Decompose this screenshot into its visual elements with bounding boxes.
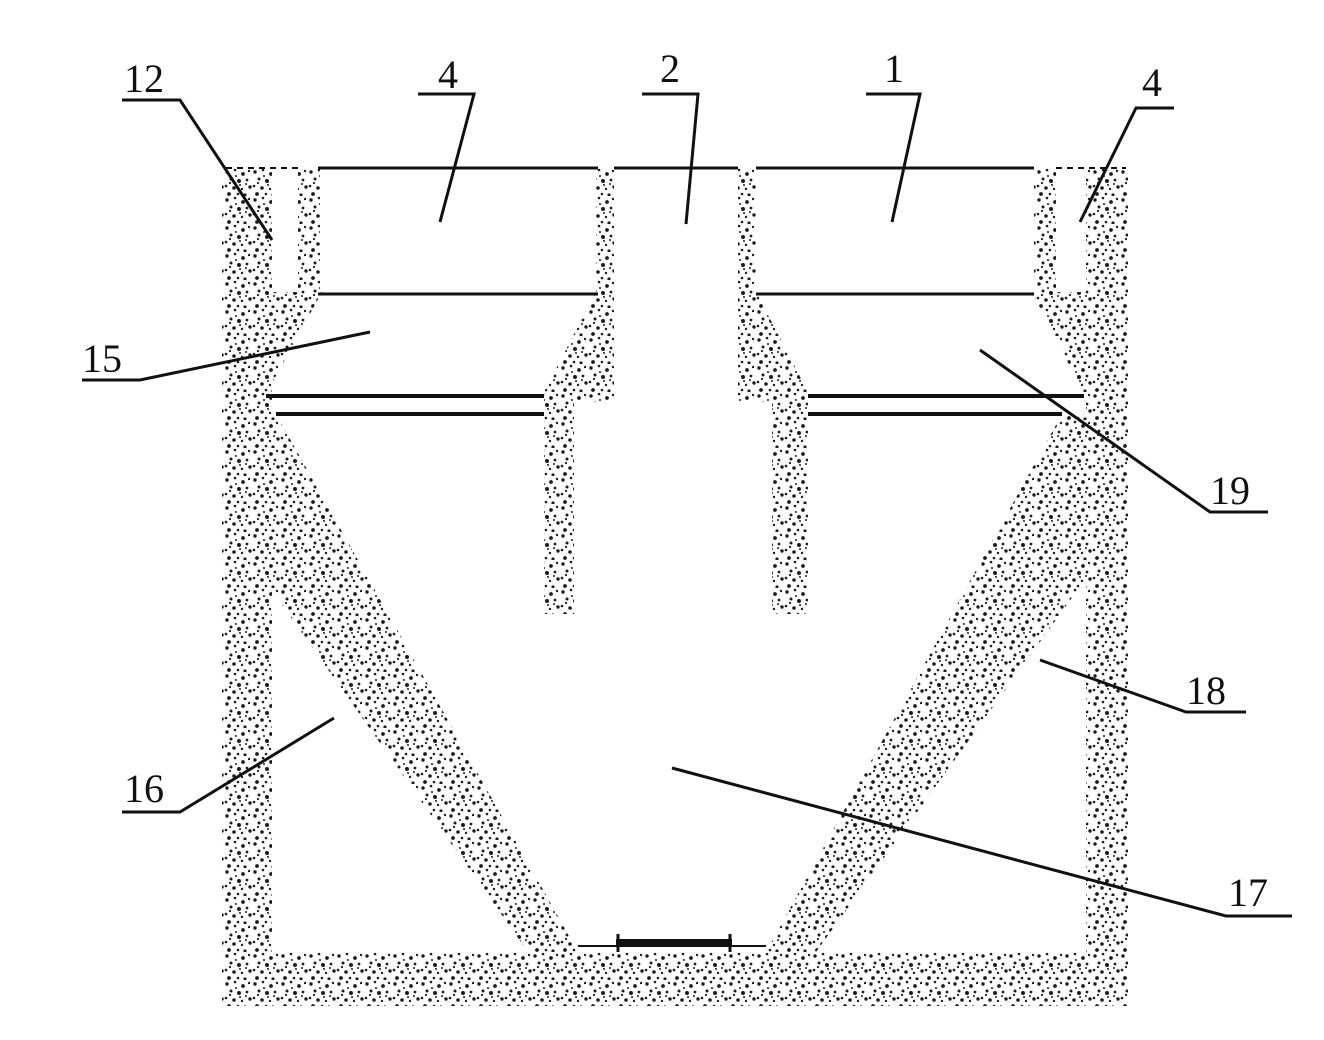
left-diagonal-baffle — [222, 414, 578, 952]
leader-4-right — [1078, 106, 1174, 223]
leader-2 — [642, 92, 700, 225]
central-left-wall — [544, 168, 614, 614]
label-19: 19 — [1210, 468, 1250, 513]
left-haunch — [222, 292, 322, 394]
label-1: 1 — [884, 46, 904, 91]
labels: 12 4 2 1 4 15 19 18 16 17 — [82, 46, 1268, 915]
linework — [226, 166, 1126, 952]
leader-19 — [979, 348, 1268, 514]
left-upper-inner-wall — [298, 168, 320, 294]
label-12: 12 — [124, 56, 164, 101]
central-right-wall — [738, 168, 808, 614]
right-upper-inner-wall — [1034, 168, 1056, 294]
label-15: 15 — [82, 336, 122, 381]
right-diagonal-baffle — [766, 414, 1128, 952]
label-16: 16 — [124, 766, 164, 811]
leader-16 — [122, 716, 335, 814]
label-17: 17 — [1228, 870, 1268, 915]
bottom-slab — [222, 952, 1128, 1006]
label-4-right: 4 — [1142, 60, 1162, 105]
leader-lines — [82, 92, 1292, 918]
label-2: 2 — [660, 46, 680, 91]
label-18: 18 — [1186, 668, 1226, 713]
leader-17 — [671, 766, 1292, 918]
leader-15 — [82, 330, 371, 382]
right-haunch — [1032, 292, 1128, 394]
leader-18 — [1039, 658, 1246, 714]
leader-1 — [866, 92, 922, 223]
leader-4-left — [418, 92, 476, 223]
leader-12 — [122, 98, 274, 241]
label-4-left: 4 — [438, 52, 458, 97]
